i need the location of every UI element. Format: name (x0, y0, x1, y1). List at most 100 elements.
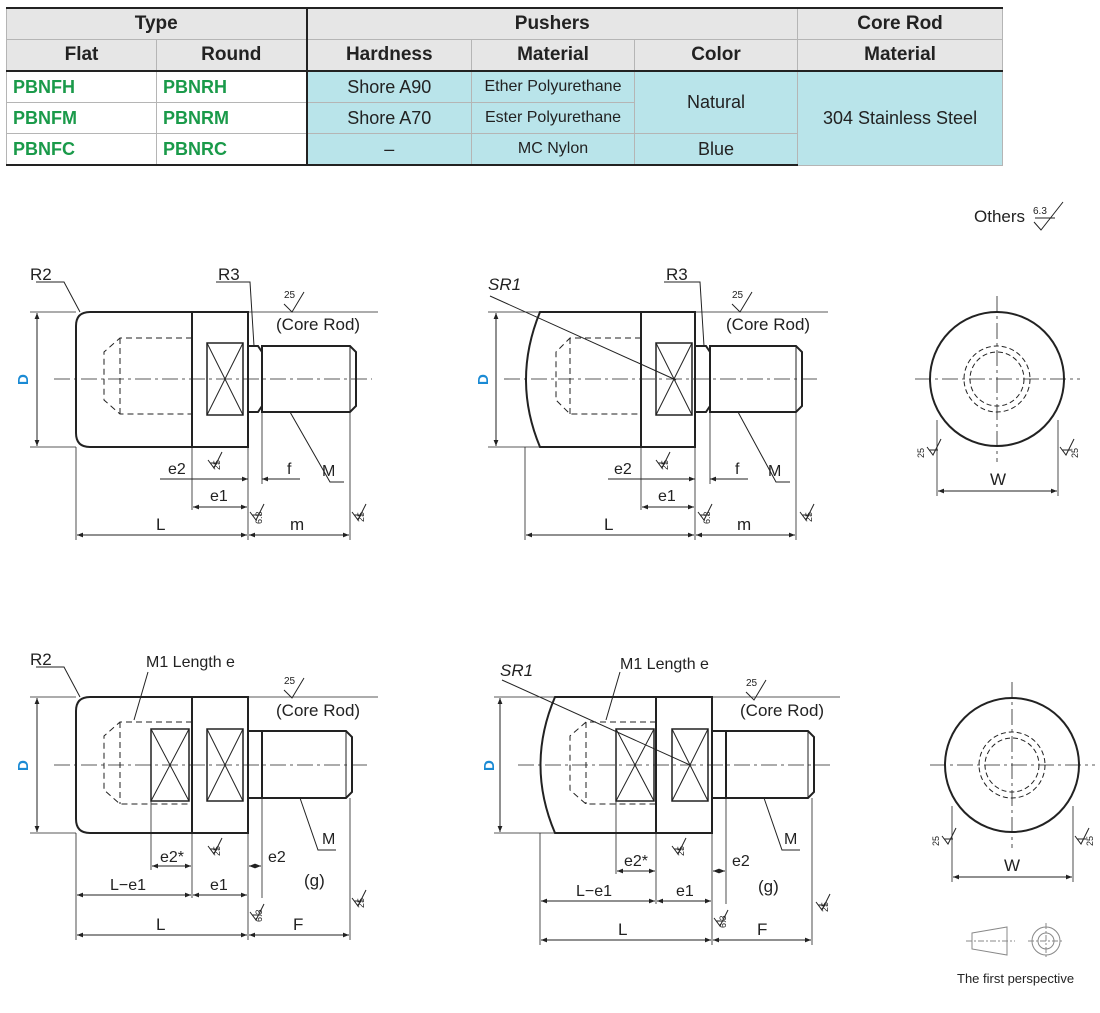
roughness-63-label: 6.3 (254, 511, 264, 524)
roughness-63-label: 6.3 (702, 511, 712, 524)
material-cell: MC Nylon (471, 133, 635, 166)
flat-code-cell: PBNFM (6, 102, 157, 134)
spec-table: Type Pushers Core Rod Flat Round Hardnes… (6, 7, 1004, 166)
label-e2-star: e2* (624, 853, 648, 870)
roughness-25-label: 25 (1070, 448, 1080, 458)
roughness-25-label: 25 (820, 902, 830, 912)
label-f-length: F (757, 920, 767, 939)
hardness-header: Hardness (306, 39, 472, 72)
first-angle-projection-icon (966, 923, 1064, 959)
drawing-round-threaded-labels: SR1 R3 (Core Rod) 25 D e2 f M e1 L m (475, 265, 810, 534)
others-label: Others (974, 207, 1025, 226)
roughness-25-label: 25 (732, 290, 744, 301)
label-l: L (604, 515, 613, 534)
label-w: W (1004, 856, 1020, 875)
round-header: Round (156, 39, 308, 72)
label-g: (g) (758, 877, 779, 896)
roughness-25-label: 25 (676, 846, 686, 856)
label-m-thread: M (768, 463, 781, 480)
label-e2: e2 (268, 849, 286, 866)
drawing-round-threaded (488, 281, 828, 540)
label-e2-star: e2* (160, 849, 184, 866)
label-e2: e2 (168, 461, 186, 478)
label-sr1: SR1 (500, 661, 533, 680)
label-l: L (156, 515, 165, 534)
label-core-rod: (Core Rod) (726, 315, 810, 334)
roughness-25-label: 25 (356, 898, 366, 908)
label-l: L (156, 915, 165, 934)
roughness-25-label: 25 (660, 460, 670, 470)
label-core-rod: (Core Rod) (276, 701, 360, 720)
flat-header: Flat (6, 39, 157, 72)
roughness-25-label: 25 (916, 448, 926, 458)
label-f: f (735, 461, 740, 478)
label-m-tap: M (784, 831, 797, 848)
label-r3: R3 (666, 265, 688, 284)
material-cell: Ether Polyurethane (471, 70, 635, 103)
type-header: Type (6, 7, 308, 40)
drawing-round-tapped (494, 671, 840, 945)
roughness-25-label: 25 (804, 512, 814, 522)
label-f: f (287, 461, 292, 478)
label-e2: e2 (732, 853, 750, 870)
label-l-minus-e1: L−e1 (576, 883, 612, 900)
hardness-cell: Shore A70 (306, 102, 472, 134)
label-w: W (990, 470, 1006, 489)
label-m-tap: M (322, 831, 335, 848)
label-m1-length: M1 Length e (620, 656, 709, 673)
color-cell-natural: Natural (633, 70, 799, 134)
drawing-flat-tapped (30, 666, 378, 940)
projection-caption: The first perspective (957, 971, 1074, 986)
label-m: m (737, 515, 751, 534)
label-core-rod: (Core Rod) (740, 701, 824, 720)
drawing-round-tapped-labels: SR1 M1 Length e (Core Rod) 25 D e2* e2 M… (481, 656, 824, 939)
round-code-cell: PBNRC (156, 133, 308, 166)
drawing-flat-threaded-labels: R2 R3 (Core Rod) 25 D e2 f M e1 L m (15, 265, 360, 534)
roughness-values: 25 6.3 25 25 6.3 25 25 25 25 6.3 25 25 6… (212, 448, 1095, 928)
roughness-25-label: 25 (212, 460, 222, 470)
label-e1: e1 (658, 488, 676, 505)
flat-code-cell: PBNFH (6, 70, 157, 103)
round-code-cell: PBNRM (156, 102, 308, 134)
label-r3: R3 (218, 265, 240, 284)
label-m1-length: M1 Length e (146, 654, 235, 671)
label-g: (g) (304, 871, 325, 890)
roughness-25-label: 25 (284, 290, 296, 301)
roughness-25-label: 25 (1085, 836, 1095, 846)
label-e1: e1 (210, 488, 228, 505)
roughness-25-label: 25 (746, 678, 758, 689)
flat-code-cell: PBNFC (6, 133, 157, 166)
label-d: D (15, 760, 32, 771)
label-f-length: F (293, 915, 303, 934)
round-code-cell: PBNRH (156, 70, 308, 103)
roughness-25-label: 25 (931, 836, 941, 846)
roughness-63-label: 6.3 (254, 909, 264, 922)
label-l-minus-e1: L−e1 (110, 877, 146, 894)
color-header: Color (633, 39, 799, 72)
drawing-flat-tapped-labels: R2 M1 Length e (Core Rod) 25 D e2* e2 M … (15, 650, 360, 934)
end-view-top (915, 296, 1080, 496)
roughness-25-label: 25 (284, 676, 296, 687)
label-l: L (618, 920, 627, 939)
label-core-rod: (Core Rod) (276, 315, 360, 334)
label-m-thread: M (322, 463, 335, 480)
label-e2: e2 (614, 461, 632, 478)
hardness-cell: – (306, 133, 472, 166)
color-cell-blue: Blue (633, 133, 799, 166)
label-r2: R2 (30, 265, 52, 284)
label-m: m (290, 515, 304, 534)
roughness-symbol-icon (1033, 201, 1064, 231)
label-sr1: SR1 (488, 275, 521, 294)
drawing-flat-threaded (30, 281, 378, 540)
others-roughness-value: 6.3 (1033, 206, 1047, 217)
material-header: Material (471, 39, 635, 72)
core-material-header: Material (797, 39, 1004, 72)
label-d: D (481, 760, 498, 771)
core-rod-material-cell: 304 Stainless Steel (797, 70, 1004, 166)
roughness-marks (207, 291, 1090, 927)
end-view-bottom (930, 682, 1095, 882)
roughness-25-label: 25 (356, 512, 366, 522)
roughness-63-label: 6.3 (718, 915, 728, 928)
material-cell: Ester Polyurethane (471, 102, 635, 134)
